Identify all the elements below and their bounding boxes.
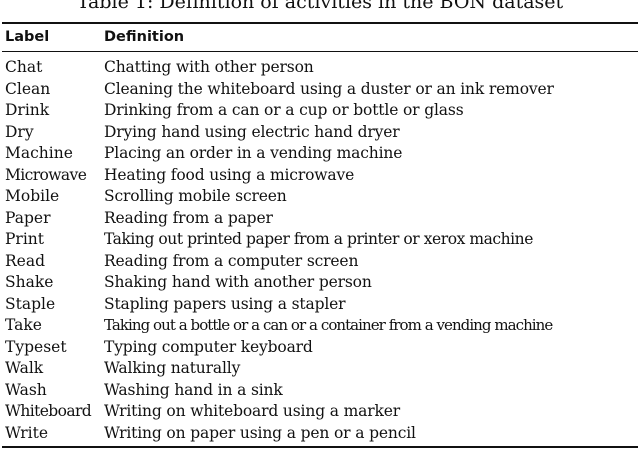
table-row: Shake Shaking hand with another person <box>0 272 640 294</box>
row-definition: Taking out printed paper from a printer … <box>104 230 533 248</box>
table-row: Typeset Typing computer keyboard <box>0 337 640 359</box>
row-label: Microwave <box>5 165 87 184</box>
table-row: Chat Chatting with other person <box>0 57 640 79</box>
row-label: Mobile <box>5 187 60 205</box>
row-label: Whiteboard <box>5 402 92 420</box>
column-header-definition: Definition <box>104 29 185 45</box>
row-definition: Walking naturally <box>104 359 241 377</box>
row-label: Print <box>5 230 45 248</box>
table-row: Print Taking out printed paper from a pr… <box>0 229 640 251</box>
table-row: Machine Placing an order in a vending ma… <box>0 143 640 165</box>
row-definition: Placing an order in a vending machine <box>104 144 403 162</box>
table-row: Take Taking out a bottle or a can or a c… <box>0 315 640 337</box>
column-header-label: Label <box>5 29 50 45</box>
row-definition: Shaking hand with another person <box>104 273 372 291</box>
row-definition: Writing on paper using a pen or a pencil <box>104 423 416 442</box>
row-definition: Reading from a computer screen <box>104 251 359 270</box>
table-row: Dry Drying hand using electric hand drye… <box>0 122 640 144</box>
row-label: Walk <box>5 359 44 377</box>
row-label: Write <box>5 423 49 442</box>
row-label: Wash <box>5 380 47 399</box>
row-label: Paper <box>5 208 51 227</box>
table-row: Read Reading from a computer screen <box>0 251 640 273</box>
row-definition: Scrolling mobile screen <box>104 187 287 205</box>
table-row: Microwave Heating food using a microwave <box>0 165 640 187</box>
row-definition: Stapling papers using a stapler <box>104 294 346 313</box>
table-top-rule <box>2 22 638 24</box>
row-label: Chat <box>5 58 43 76</box>
row-label: Take <box>5 316 42 334</box>
row-label: Read <box>5 251 46 270</box>
table-body: Chat Chatting with other person Clean Cl… <box>0 57 640 444</box>
row-label: Shake <box>5 273 54 291</box>
row-definition: Washing hand in a sink <box>104 380 283 399</box>
table-row: Whiteboard Writing on whiteboard using a… <box>0 401 640 423</box>
row-definition: Writing on whiteboard using a marker <box>104 402 401 420</box>
table-row: Wash Washing hand in a sink <box>0 380 640 402</box>
row-definition: Typing computer keyboard <box>104 337 313 356</box>
table-caption: Table 1: Definition of activities in the… <box>76 0 564 13</box>
table-row: Mobile Scrolling mobile screen <box>0 186 640 208</box>
table-row: Clean Cleaning the whiteboard using a du… <box>0 79 640 101</box>
table-bottom-rule <box>2 446 638 448</box>
table-row: Write Writing on paper using a pen or a … <box>0 423 640 445</box>
table-header-rule <box>2 51 638 52</box>
row-label: Drink <box>5 101 50 119</box>
row-definition: Drinking from a can or a cup or bottle o… <box>104 101 464 119</box>
row-definition: Reading from a paper <box>104 208 273 227</box>
table-row: Walk Walking naturally <box>0 358 640 380</box>
row-label: Typeset <box>5 337 67 356</box>
row-label: Clean <box>5 79 51 98</box>
row-definition: Drying hand using electric hand dryer <box>104 122 400 141</box>
row-label: Machine <box>5 144 73 162</box>
row-definition: Taking out a bottle or a can or a contai… <box>104 316 553 334</box>
table-row: Drink Drinking from a can or a cup or bo… <box>0 100 640 122</box>
row-definition: Chatting with other person <box>104 58 314 76</box>
table-header: Label Definition <box>0 27 640 47</box>
row-label: Dry <box>5 122 34 141</box>
row-label: Staple <box>5 294 56 313</box>
row-definition: Cleaning the whiteboard using a duster o… <box>104 79 554 98</box>
table-row: Paper Reading from a paper <box>0 208 640 230</box>
row-definition: Heating food using a microwave <box>104 165 355 184</box>
table-row: Staple Stapling papers using a stapler <box>0 294 640 316</box>
